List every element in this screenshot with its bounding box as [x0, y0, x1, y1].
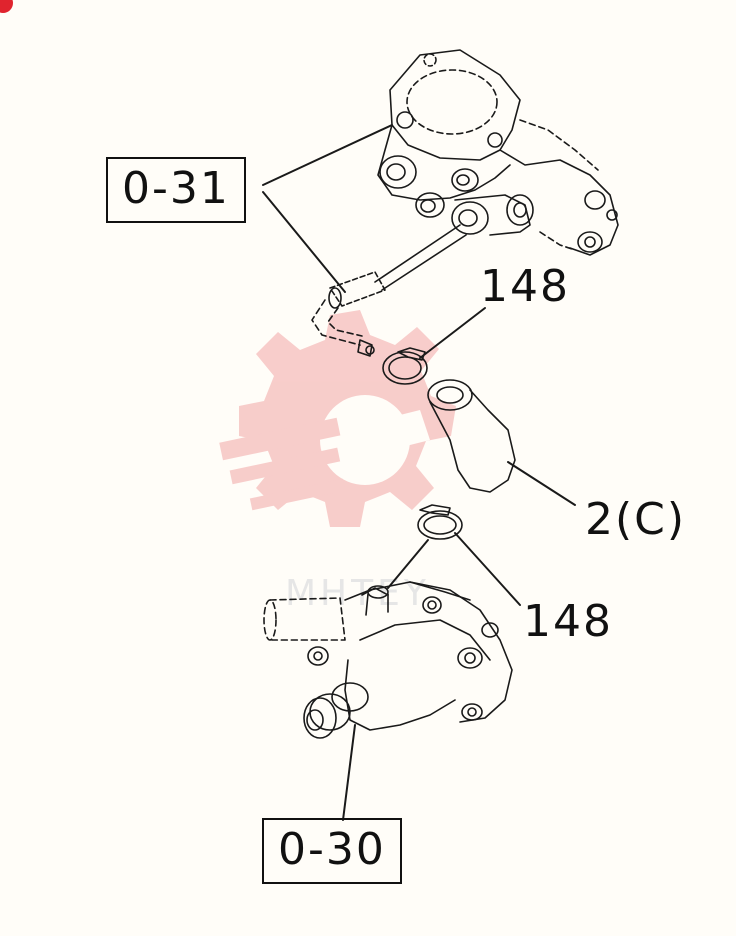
lower-pump-body [263, 581, 513, 739]
leader-clamp-to-pump [387, 539, 429, 589]
clamp-upper [382, 347, 428, 385]
hose-2c [427, 379, 516, 493]
leader-031-upper [262, 124, 393, 186]
clamp-lower [417, 504, 463, 540]
ref-label-0-31: 0-31 [106, 157, 246, 223]
upper-housing [377, 49, 619, 256]
leader-031-lower [262, 191, 346, 293]
part-label-148-lower: 148 [523, 596, 613, 647]
corner-badge-icon [0, 0, 13, 13]
part-label-148-upper: 148 [480, 261, 570, 312]
pipe-fitting [311, 224, 467, 357]
leader-148-upper [419, 307, 486, 359]
ref-label-0-30: 0-30 [262, 818, 402, 884]
gear-wrench-watermark-icon [219, 310, 456, 527]
leader-2c [507, 461, 576, 506]
leader-030 [342, 724, 356, 821]
watermark-text: MHTEY [285, 573, 430, 614]
leader-148-lower [454, 532, 521, 606]
part-label-2c: 2(C) [585, 494, 687, 545]
leader-lines [262, 124, 576, 821]
